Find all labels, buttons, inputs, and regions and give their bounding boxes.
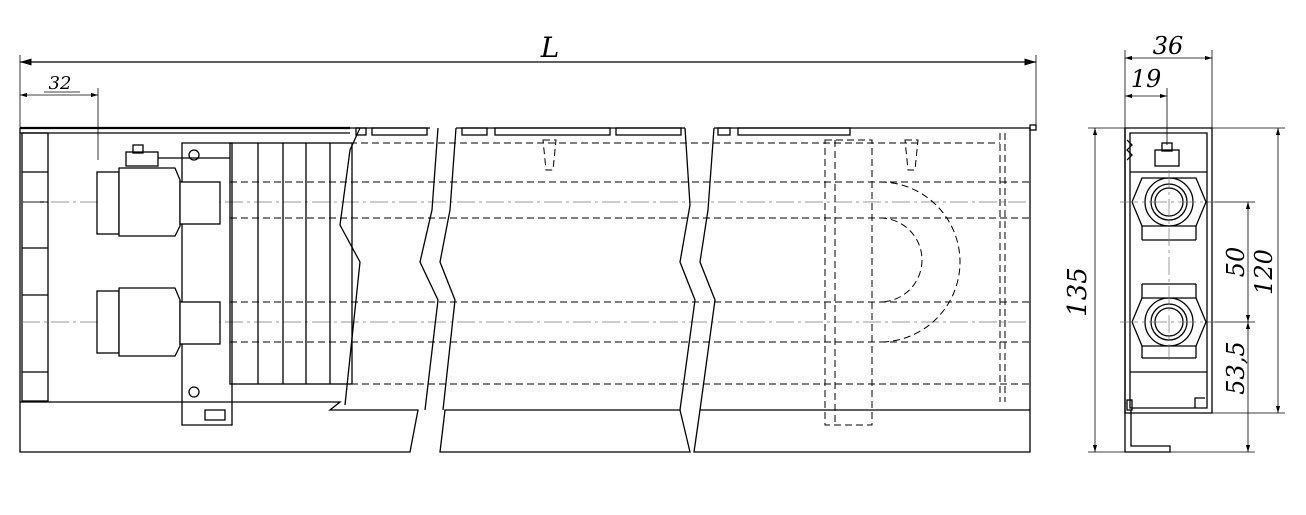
dim-label-53-5: 53,5 — [1222, 341, 1250, 394]
break-line-3 — [439, 127, 457, 411]
valve-upper — [96, 144, 230, 237]
dim-label-135: 135 — [1063, 267, 1093, 317]
valve-lower — [96, 287, 221, 357]
dim-width-36: 36 — [1124, 32, 1213, 128]
dim-label-120: 120 — [1250, 249, 1278, 295]
trough-bottom-2 — [439, 409, 691, 453]
dim-height-135: 135 — [1063, 127, 1125, 453]
dim-label-19: 19 — [1131, 65, 1162, 93]
trough-bottom-3 — [693, 409, 1031, 453]
break-line-1 — [339, 127, 361, 406]
dim-label-32: 32 — [49, 73, 72, 94]
dim-label-L: L — [540, 31, 560, 64]
dim-offset-32: 32 — [20, 73, 99, 160]
end-cap — [21, 132, 49, 402]
dim-height-53-5: 53,5 — [1170, 322, 1255, 453]
front-view: L 32 — [19, 31, 1037, 453]
trough-bottom-1 — [19, 401, 419, 453]
break-line-5 — [699, 127, 716, 411]
hidden-lines — [230, 133, 1030, 426]
dim-spacing-50: 50 — [1200, 201, 1255, 323]
fitting-upper — [1131, 142, 1207, 241]
break-line-2 — [419, 127, 439, 411]
heat-exchanger — [229, 142, 353, 385]
housing-profile — [1124, 127, 1213, 453]
dim-width-19: 19 — [1125, 65, 1168, 145]
dim-label-50: 50 — [1222, 247, 1250, 278]
side-view: 36 19 135 120 50 — [1063, 32, 1285, 453]
dim-height-120: 120 — [1212, 127, 1285, 414]
dim-label-36: 36 — [1153, 32, 1184, 60]
grille-top — [350, 124, 1037, 410]
break-line-4 — [679, 127, 696, 411]
dim-length-L: L — [19, 31, 1037, 132]
